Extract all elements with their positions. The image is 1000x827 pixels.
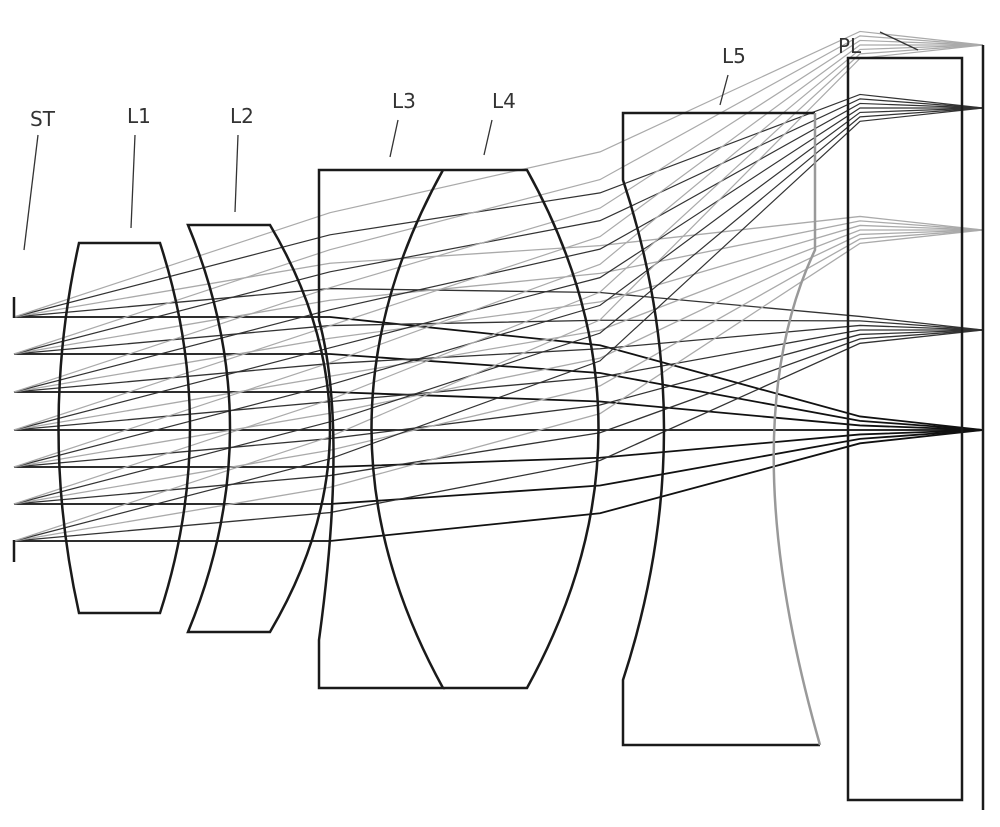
ray-field-1 — [13, 287, 984, 331]
ray-field-3 — [13, 107, 984, 468]
label-l2: L2 — [230, 104, 254, 128]
lens-l2 — [186, 223, 332, 634]
ray-field-2 — [13, 229, 984, 468]
ray-field-3 — [13, 107, 983, 431]
lens-l1 — [57, 241, 192, 615]
lens-l5-rear-surface — [772, 113, 822, 746]
label-st: ST — [30, 107, 56, 131]
ray-field-0 — [14, 429, 984, 468]
lens-l4 — [443, 168, 600, 690]
ray-field-2 — [13, 229, 984, 505]
ray-field-0 — [14, 391, 984, 431]
ray-field-1 — [13, 319, 984, 355]
label-l4: L4 — [492, 89, 516, 113]
leader-line-pl — [879, 31, 919, 51]
ray-field-2 — [13, 215, 984, 318]
ray-field-1 — [13, 324, 984, 393]
ray-field-4 — [13, 44, 984, 542]
ray-field-3 — [13, 102, 984, 393]
leader-line-l2 — [234, 134, 239, 213]
ray-field-4 — [13, 44, 984, 468]
ray-field-3 — [13, 93, 984, 318]
ray-field-4 — [13, 30, 984, 318]
label-l1: L1 — [127, 104, 151, 128]
leader-line-l1 — [130, 134, 136, 229]
ray-field-1 — [13, 329, 983, 431]
plate-pl — [846, 56, 964, 802]
label-pl: PL — [838, 34, 862, 58]
ray-field-2 — [13, 229, 983, 431]
ray-field-4 — [13, 44, 984, 505]
leader-line-st — [23, 134, 39, 251]
ray-field-0 — [14, 429, 984, 542]
leader-line-l5 — [719, 74, 729, 106]
leader-line-l4 — [483, 119, 493, 156]
ray-field-4 — [13, 35, 984, 355]
ray-field-3 — [13, 98, 984, 355]
lens-l3 — [317, 168, 446, 690]
ray-field-2 — [13, 229, 984, 542]
ray-field-1 — [13, 329, 984, 468]
ray-field-1 — [13, 329, 984, 505]
ray-field-3 — [13, 107, 984, 542]
lens-l5 — [621, 111, 820, 747]
ray-field-0 — [14, 316, 984, 431]
ray-field-1 — [13, 329, 984, 542]
ray-field-2 — [13, 220, 984, 355]
label-l3: L3 — [392, 89, 416, 113]
leader-line-l3 — [389, 119, 399, 158]
ray-field-3 — [13, 107, 984, 505]
label-l5: L5 — [722, 44, 746, 68]
